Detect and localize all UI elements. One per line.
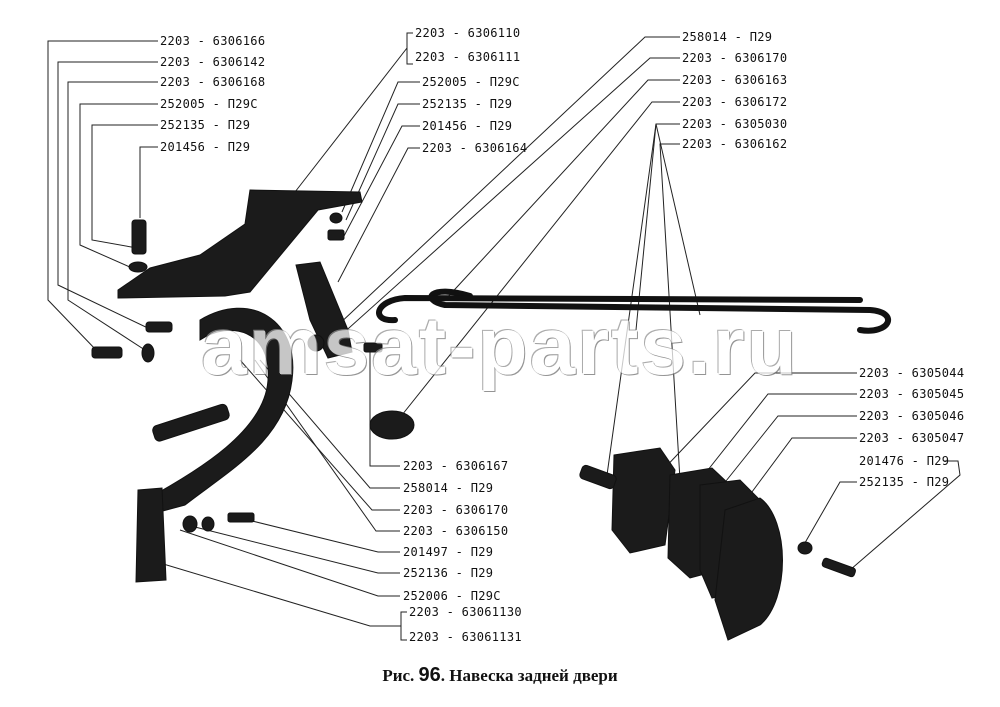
- door-spring-rod: [428, 288, 892, 334]
- leader-line: [254, 359, 400, 532]
- part-label: 2203 - 6306170: [403, 503, 509, 517]
- part-label: 2203 - 63061131: [409, 630, 522, 644]
- leader-line: [67, 81, 158, 353]
- leader-line: [341, 81, 420, 213]
- washer: [201, 516, 215, 532]
- part-label: 252135 - П29: [859, 475, 950, 489]
- part-label: 2203 - 6306172: [682, 95, 788, 109]
- bracket-line: [400, 611, 407, 641]
- caption-title: . Навеска задней двери: [440, 666, 618, 685]
- part-label: 2203 - 6306166: [160, 34, 266, 48]
- leader-line: [294, 47, 408, 193]
- bolt: [227, 512, 255, 523]
- part-label: 252135 - П29: [160, 118, 251, 132]
- leader-line: [239, 517, 400, 553]
- check-rod-end: [579, 464, 617, 490]
- washer: [307, 334, 325, 352]
- leader-line: [319, 36, 680, 343]
- leader-line: [139, 146, 158, 218]
- leader-line: [149, 559, 401, 627]
- leader-line: [91, 124, 158, 249]
- leader-line: [635, 123, 657, 331]
- part-label: 201476 - П29: [859, 454, 950, 468]
- part-label: 258014 - П29: [403, 481, 494, 495]
- leader-line: [179, 529, 400, 597]
- leader-line: [801, 481, 857, 549]
- door-check-cover: [714, 497, 783, 641]
- leader-line: [369, 350, 400, 467]
- part-label: 2203 - 6306164: [422, 141, 528, 155]
- leader-line: [194, 526, 400, 574]
- leader-line: [329, 57, 680, 346]
- bolt: [91, 346, 123, 359]
- hinge-link: [295, 261, 353, 359]
- leader-line: [699, 393, 857, 481]
- leader-line: [849, 460, 961, 571]
- part-label: 258014 - П29: [682, 30, 773, 44]
- bolt: [131, 219, 147, 255]
- door-spring-rod: [376, 294, 863, 324]
- part-label: 2203 - 6306142: [160, 55, 266, 69]
- part-label: 252136 - П29: [403, 566, 494, 580]
- part-label: 2203 - 6306168: [160, 75, 266, 89]
- part-label: 2203 - 6305045: [859, 387, 965, 401]
- part-label: 201497 - П29: [403, 545, 494, 559]
- washer: [182, 515, 198, 533]
- part-label: 2203 - 6306150: [403, 524, 509, 538]
- washer: [128, 261, 148, 273]
- door-check-pad: [611, 447, 676, 554]
- bracket-line: [406, 32, 413, 65]
- rubber-stop: [369, 410, 415, 440]
- part-label: 2203 - 6306170: [682, 51, 788, 65]
- caption-number: 96: [418, 664, 441, 686]
- part-label: 2203 - 6305030: [682, 117, 788, 131]
- leader-line: [721, 415, 857, 487]
- bolt: [145, 321, 173, 333]
- leader-line: [345, 103, 420, 221]
- leader-line: [444, 79, 680, 301]
- leader-line: [79, 103, 158, 269]
- part-label: 252005 - П29С: [160, 97, 258, 111]
- washer: [797, 541, 813, 555]
- flat-strap: [152, 403, 230, 442]
- leader-line: [57, 61, 158, 331]
- leader-line: [659, 143, 681, 481]
- part-label: 201456 - П29: [160, 140, 251, 154]
- leader-line: [343, 125, 420, 237]
- caption-prefix: Рис.: [382, 666, 415, 685]
- part-label: 252006 - П29С: [403, 589, 501, 603]
- bolt: [327, 229, 345, 241]
- part-label: 2203 - 6306162: [682, 137, 788, 151]
- part-label: 2203 - 6306163: [682, 73, 788, 87]
- part-label: 201456 - П29: [422, 119, 513, 133]
- washer: [329, 212, 343, 224]
- leader-line: [47, 40, 158, 353]
- hinge-leaf: [135, 487, 167, 583]
- part-label: 2203 - 63061130: [409, 605, 522, 619]
- leader-line: [337, 147, 420, 283]
- part-label: 2203 - 6305044: [859, 366, 965, 380]
- leader-line: [745, 437, 857, 501]
- part-label: 2203 - 6306111: [415, 50, 521, 64]
- part-label: 252005 - П29С: [422, 75, 520, 89]
- bolt: [363, 342, 383, 353]
- figure-caption: Рис. 96. Навеска задней двери: [0, 664, 1000, 687]
- part-label: 2203 - 6305046: [859, 409, 965, 423]
- part-label: 2203 - 6306167: [403, 459, 509, 473]
- leader-line: [657, 372, 857, 476]
- upper-hinge-bracket: [117, 189, 363, 299]
- leader-line: [655, 123, 701, 316]
- part-label: 2203 - 6305047: [859, 431, 965, 445]
- part-label: 252135 - П29: [422, 97, 513, 111]
- leader-line: [397, 101, 680, 421]
- washer: [141, 343, 155, 363]
- part-label: 2203 - 6306110: [415, 26, 521, 40]
- leader-line: [259, 359, 400, 489]
- bolt: [821, 557, 856, 578]
